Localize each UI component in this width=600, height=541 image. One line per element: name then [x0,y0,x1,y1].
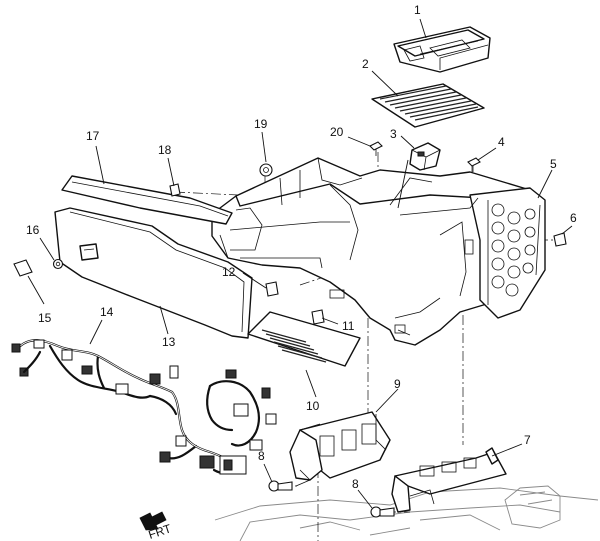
callout-2: 2 [362,57,369,71]
part-3-module [409,142,441,171]
callout-19: 19 [254,117,268,131]
part-7-rear-bracket [391,447,507,513]
part-10-grille-panel [247,311,361,367]
vehicle-floor-outline [214,485,599,541]
callout-18: 18 [158,143,172,157]
callout-13: 13 [162,335,176,349]
part-15-plug [13,259,33,277]
leader-lines [27,18,573,509]
part-13-side-panel [54,207,253,339]
part-1-storage-tray [393,26,491,73]
callout-14: 14 [100,305,114,319]
part-6-clip [553,232,567,247]
callout-8-rear: 8 [352,477,359,491]
callout-3: 3 [390,127,397,141]
callout-4: 4 [498,135,505,149]
callout-7: 7 [524,433,531,447]
part-4-screw [467,157,481,172]
callout-6: 6 [570,211,577,225]
part-5-console-body [211,157,546,346]
front-label: FRT [147,521,174,541]
part-12-clip [265,281,279,297]
part-2-mat [371,83,485,128]
front-arrow-icon [139,511,167,531]
callout-20: 20 [330,125,344,139]
callout-1: 1 [414,3,421,17]
callout-10: 10 [306,399,320,413]
part-19-nut [259,163,273,177]
part-16-nut [52,258,64,270]
callout-11: 11 [342,319,355,333]
part-17-trim-strip [61,175,233,225]
part-11-clip [311,309,325,325]
part-18-clip [169,183,181,197]
callout-15: 15 [38,311,52,325]
part-14-wiring-harness [11,339,277,475]
callout-12: 12 [222,265,236,279]
part-20-screw [369,141,383,156]
front-direction-indicator: FRT [139,511,174,541]
callout-8-front: 8 [258,449,265,463]
part-9-front-bracket [289,411,391,487]
callout-labels: 1 2 3 4 5 6 7 8 8 9 10 11 12 13 14 15 16… [26,3,577,491]
part-8-bolt-front [268,480,293,492]
callout-17: 17 [86,129,100,143]
callout-9: 9 [394,377,401,391]
part-8-bolt-rear [370,506,395,518]
callout-16: 16 [26,223,40,237]
callout-5: 5 [550,157,557,171]
